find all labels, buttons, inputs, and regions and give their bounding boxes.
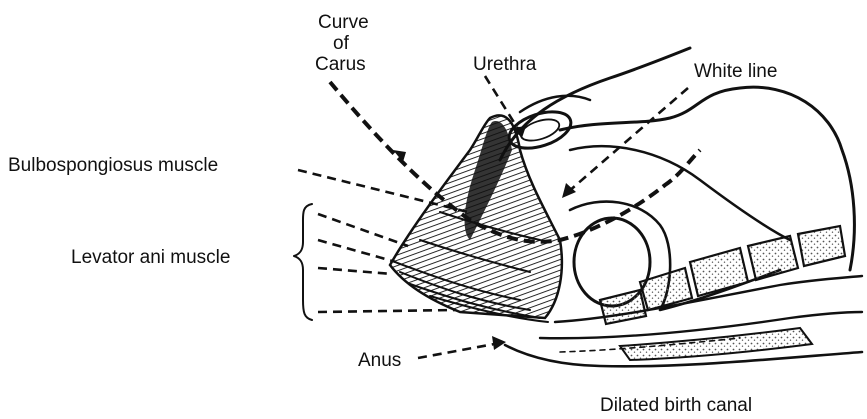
leader-levator-1 — [318, 214, 408, 246]
label-white-line: White line — [694, 61, 777, 82]
label-dilated-birth-canal: Dilated birth canal — [600, 395, 752, 416]
leader-levator-3 — [318, 268, 392, 274]
anatomy-illustration — [390, 48, 862, 366]
birth-canal-fill — [620, 328, 812, 360]
label-curve-of-carus-line1: Curve — [318, 12, 369, 33]
label-curve-of-carus-line2: of — [333, 33, 350, 54]
label-levator-ani: Levator ani muscle — [71, 247, 230, 268]
leader-levator-4 — [318, 310, 456, 312]
label-urethra: Urethra — [473, 54, 537, 75]
rectum-lower — [540, 312, 862, 338]
leader-anus — [418, 343, 500, 358]
leader-white-line — [568, 88, 688, 192]
sacrum-segments — [600, 226, 845, 324]
arrow-head-white-line — [562, 183, 576, 198]
label-bulbospongiosus: Bulbospongiosus muscle — [8, 155, 218, 176]
label-anus: Anus — [358, 350, 401, 371]
label-curve-of-carus-line3: Carus — [315, 54, 366, 75]
leader-levator-2 — [318, 240, 396, 262]
levator-brace — [294, 204, 312, 320]
arrow-head-anus — [492, 336, 506, 350]
